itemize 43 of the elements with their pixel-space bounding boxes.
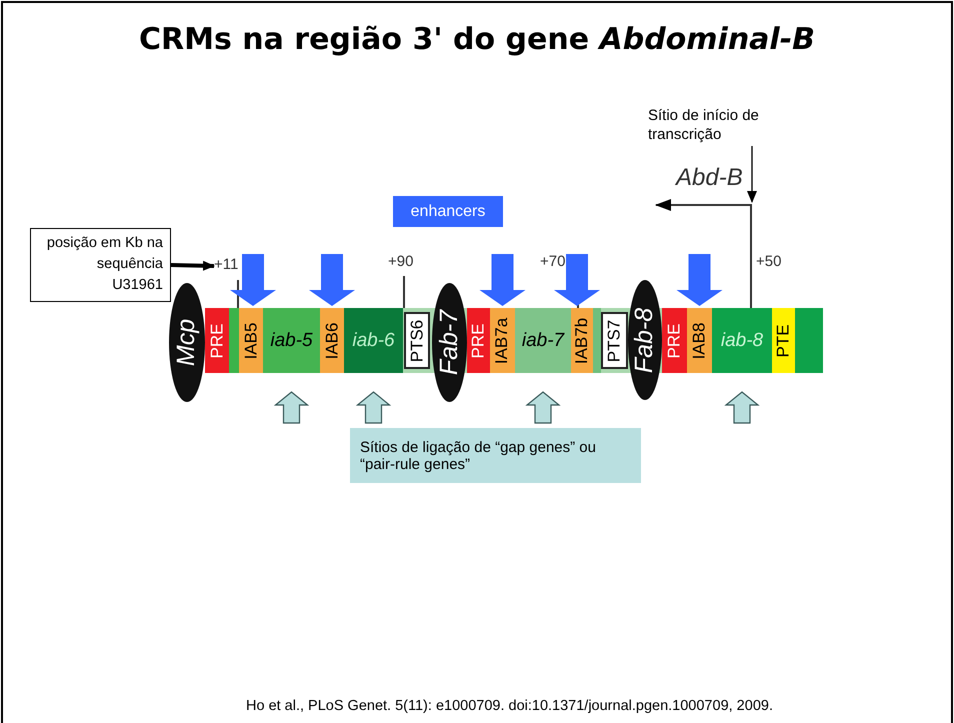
enhancer-segment: IAB7a [490,308,515,373]
enhancer-arrow [554,254,600,306]
gene-name: Abd-B [676,164,743,192]
enhancer-segment: IAB7b [571,308,593,373]
enhancer-segment: IAB6 [320,308,344,373]
position-label: +70 [540,253,566,270]
enhancer-arrow [309,254,355,306]
boundary-ellipse: Fab-8 [628,280,662,400]
regulatory-domain: iab-7 [515,308,571,373]
region-segment [593,308,601,373]
element-ellipse: Mcp [169,283,205,402]
binding-site-arrow [525,391,561,424]
annotation-box: posição em Kb na sequência U31961 [30,228,171,302]
regulatory-domain: iab-6 [344,308,403,373]
regulatory-domain: iab-5 [263,308,320,373]
region-segment [229,308,239,373]
position-label: +11 [214,256,248,276]
citation: Ho et al., PLoS Genet. 5(11): e1000709. doi:10.1371/journal.pgen.1000709, 2009. [246,698,773,714]
boundary-ellipse: Fab-7 [432,283,467,402]
title: CRMs na região 3' do gene Abdominal-B [138,22,816,57]
binding-site-label-box: Sítios de ligação de “gap genes” ou “pair-rule genes” [350,428,641,483]
enhancer-arrow [480,254,526,306]
enhancer-segment: IAB8 [687,308,712,373]
enhancer-label-box: enhancers [393,196,503,227]
leader-arrow [747,146,757,203]
position-label: +90 [388,253,414,270]
regulatory-domain: iab-8 [712,308,772,373]
pre-segment: PRE [205,308,229,373]
binding-site-arrow [356,391,392,424]
pre-segment: PRE [467,308,490,373]
region-segment [795,308,823,373]
pte-segment: PTE [772,308,795,373]
pts-segment: PTS7 [601,312,628,369]
enhancer-arrow [676,254,722,306]
enhancer-arrow [230,254,276,306]
position-label: +50 [756,253,782,270]
pointer-arrow [170,260,215,271]
binding-site-arrow [274,391,310,424]
enhancer-segment: IAB5 [239,308,263,373]
pre-segment: PRE [662,308,687,373]
binding-site-arrow [724,391,760,424]
pts-segment: PTS6 [404,312,430,369]
annotation-text: Sítio de início de transcrição [648,106,788,144]
